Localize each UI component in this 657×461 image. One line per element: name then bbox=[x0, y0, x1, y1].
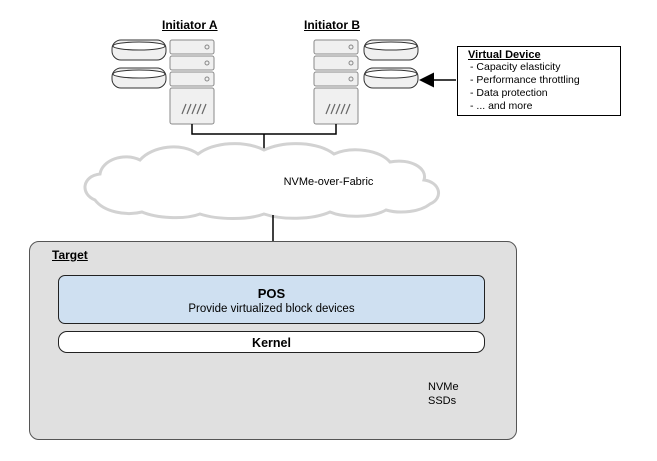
target-title: Target bbox=[52, 248, 88, 262]
virtual-device-item: - Data protection bbox=[470, 87, 548, 99]
virtual-device-item: - Performance throttling bbox=[470, 74, 580, 86]
pos-subtitle: Provide virtualized block devices bbox=[188, 303, 355, 315]
initiator-link bbox=[191, 124, 337, 135]
kernel-layer: Kernel bbox=[58, 331, 485, 353]
ssds-label: SSDs bbox=[428, 395, 457, 407]
virtual-device-title: Virtual Device bbox=[468, 49, 541, 61]
fabric-cloud bbox=[83, 142, 440, 220]
virtual-device-item: - Capacity elasticity bbox=[470, 61, 561, 73]
initiator-a-server bbox=[169, 39, 215, 125]
nvme-label: NVMe bbox=[428, 381, 459, 393]
fabric-label: NVMe-over-Fabric bbox=[283, 176, 374, 188]
initiator-a-title: Initiator A bbox=[162, 18, 218, 32]
pos-title: POS bbox=[257, 286, 286, 301]
kernel-title: Kernel bbox=[252, 336, 291, 350]
initiator-b-disks bbox=[363, 39, 419, 89]
virtual-device-box: Virtual Device - Capacity elasticity - P… bbox=[457, 46, 621, 116]
initiator-a-disks bbox=[111, 39, 167, 89]
virtual-device-item: - ... and more bbox=[470, 100, 533, 112]
initiator-b-server bbox=[313, 39, 359, 125]
pos-layer: POS Provide virtualized block devices bbox=[58, 275, 485, 324]
initiator-b-title: Initiator B bbox=[304, 18, 360, 32]
